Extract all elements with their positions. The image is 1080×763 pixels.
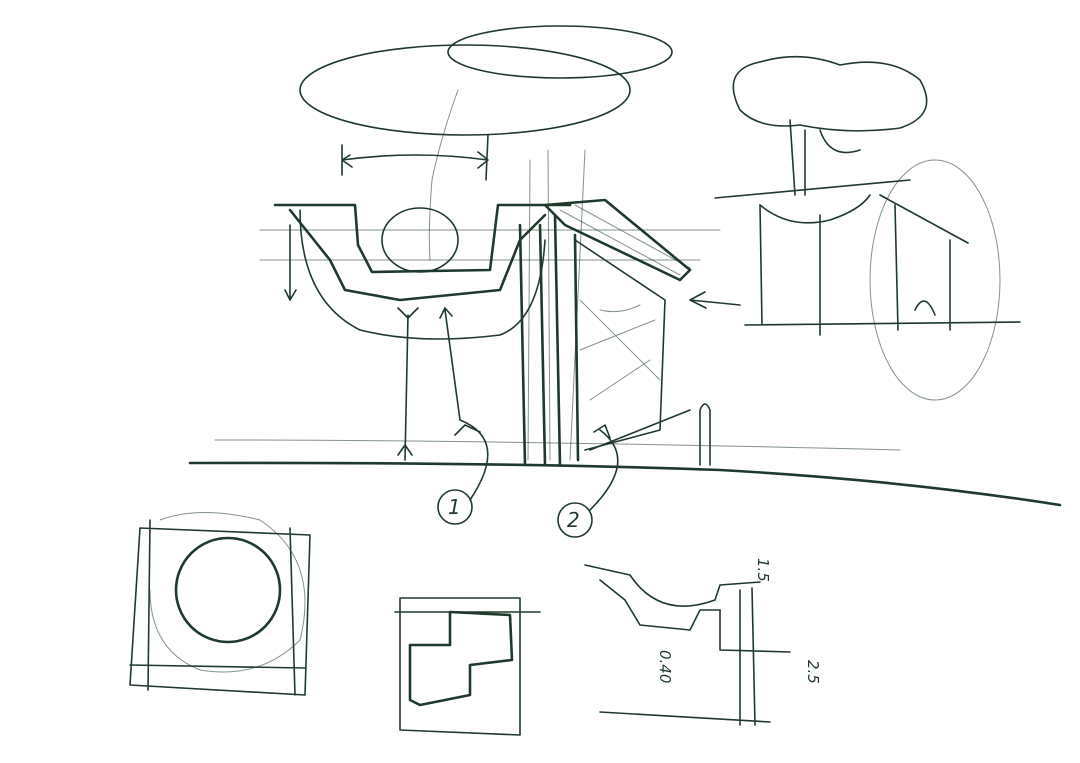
marker-2: 2 <box>557 424 619 538</box>
width-dimension <box>341 89 489 261</box>
marker-1-label: 1 <box>448 495 461 519</box>
marker-1: 1 <box>437 419 489 525</box>
pavilion-main <box>259 149 741 467</box>
cloud-sketch <box>299 25 673 136</box>
plan-circle-sketch <box>129 512 311 696</box>
tree-vignette <box>714 55 1021 401</box>
ground-line <box>188 439 1062 507</box>
section-sketch: 0.40 1.5 2.5 <box>584 558 822 726</box>
ceiling-depth-label: 0.40 <box>656 650 674 683</box>
plan-cross-sketch <box>394 597 541 736</box>
lower-height-label: 2.5 <box>804 660 822 684</box>
marker-2-label: 2 <box>567 508 580 532</box>
upper-height-label: 1.5 <box>754 558 772 582</box>
